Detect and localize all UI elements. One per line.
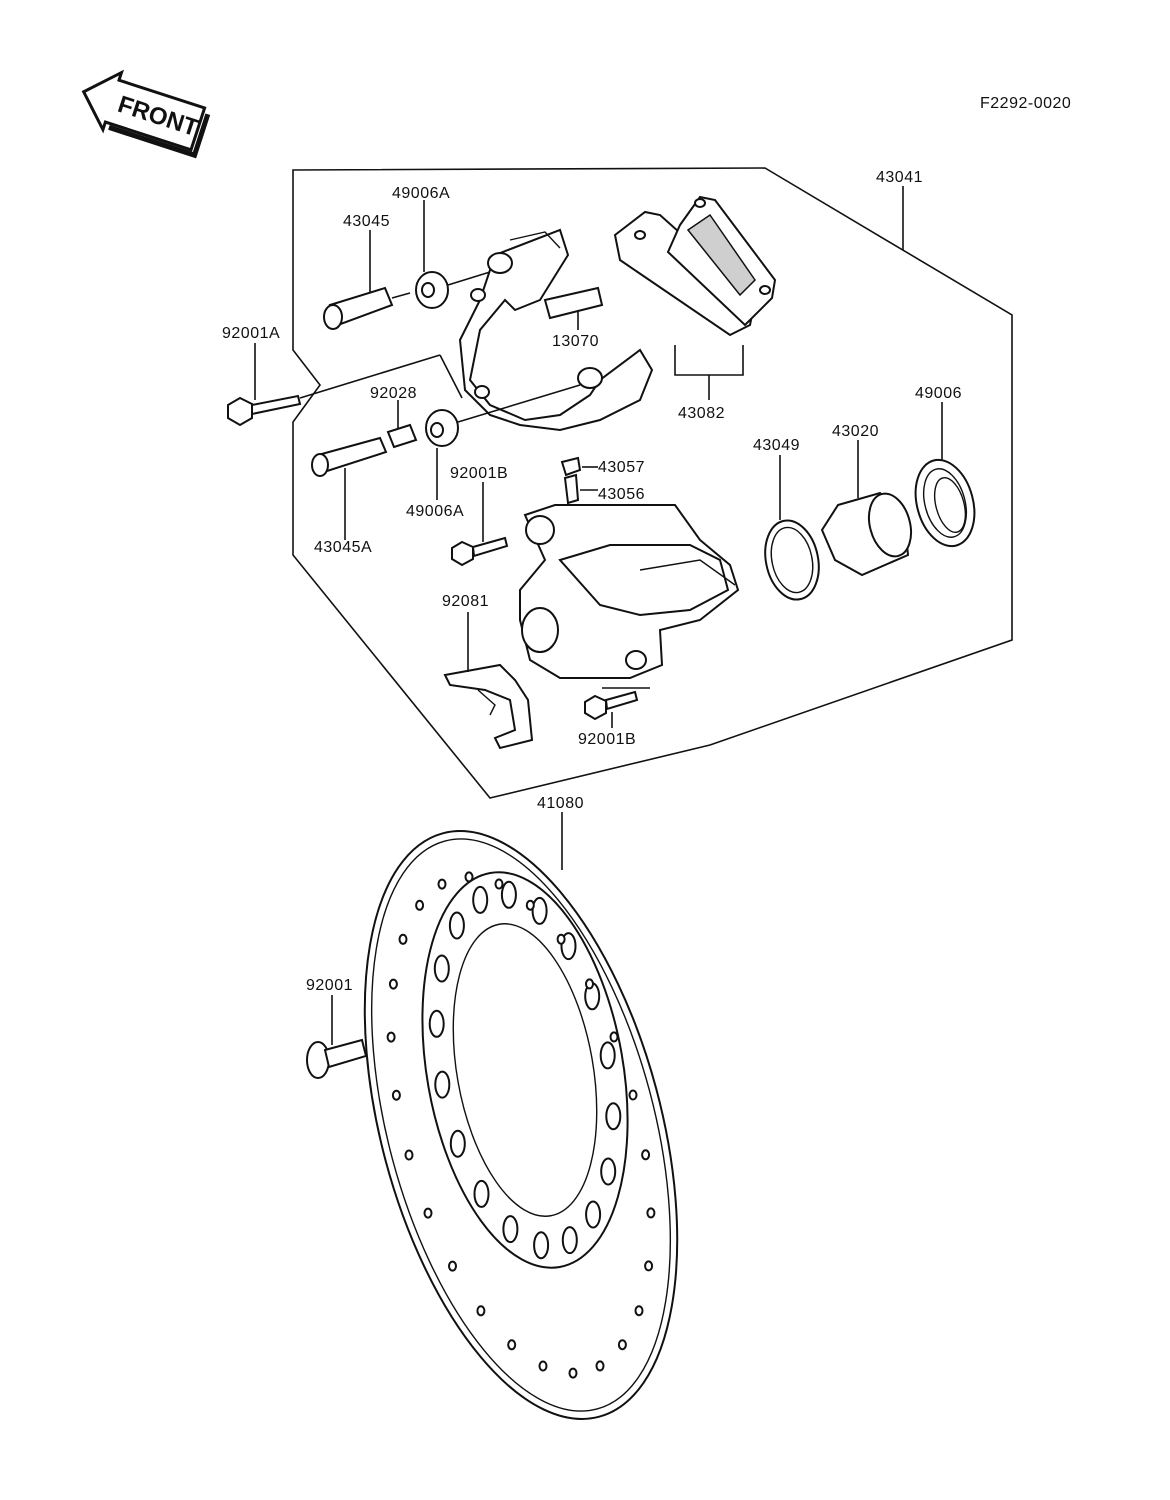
disc-small-hole [494,878,504,890]
bolt-92001 [306,1038,368,1079]
pad-set-43082 [613,195,777,376]
disc-large-hole [600,1157,617,1186]
disc-large-hole [531,896,548,925]
label-49006A-bottom: 49006A [406,503,464,520]
disc-small-hole [585,978,594,990]
disc-large-hole [428,1009,445,1038]
label-43041: 43041 [876,169,923,186]
pin-43045 [323,286,411,330]
label-43049: 43049 [753,437,800,454]
disc-small-hole [641,1149,651,1161]
seal-43049 [764,519,820,601]
disc-large-hole [533,1231,550,1260]
disc-small-hole [437,878,447,890]
disc-small-hole [634,1305,644,1317]
label-43045: 43045 [343,213,390,230]
disc-large-hole [433,954,450,983]
label-92081: 92081 [442,593,489,610]
disc-large-hole [473,1179,490,1208]
disc-small-hole [404,1149,414,1161]
disc-small-hole [448,1260,457,1272]
disc-small-hole [464,871,474,883]
disc-small-hole [556,933,566,945]
label-49006A-top: 49006A [392,185,450,202]
disc-small-hole [538,1360,548,1372]
disc-large-hole [502,1215,519,1244]
bush-49006A-bottom [425,384,581,447]
disc-large-hole [434,1070,451,1099]
label-92028: 92028 [370,385,417,402]
piston-43020 [820,491,913,577]
sleeve-92028 [386,423,418,449]
disc-small-hole [388,978,398,990]
disc-large-hole [448,911,465,940]
disc-small-hole [644,1260,654,1272]
disc-large-hole [599,1041,616,1070]
disc-small-hole [568,1367,578,1379]
caliper-body [519,504,740,689]
bolt-92001A [227,354,463,427]
label-92001A: 92001A [222,325,280,342]
label-43082: 43082 [678,405,725,422]
front-arrow-icon: FRONT [81,69,211,159]
pin-43045A [311,436,388,477]
disc-large-hole [500,880,517,909]
disc-small-hole [525,899,535,911]
disc-small-hole [476,1305,486,1317]
label-49006: 49006 [915,385,962,402]
label-92001: 92001 [306,977,353,994]
disc-small-hole [628,1089,638,1101]
disc-small-hole [415,899,425,911]
disc-small-hole [646,1207,656,1219]
disc-large-hole [585,1200,602,1229]
label-92001B-bottom: 92001B [578,731,636,748]
bleeder-valve [559,456,582,551]
caliper-assembly-outline [292,167,1013,799]
disc-small-hole [391,1089,401,1101]
label-92001B-top: 92001B [450,465,508,482]
dust-seal-49006 [914,458,976,548]
disc-small-hole [398,933,408,945]
disc-small-hole [507,1339,517,1351]
label-43056: 43056 [598,486,645,503]
disc-large-hole [472,885,489,914]
disc-large-hole [605,1102,622,1131]
disc-large-hole [449,1129,466,1158]
caliper-bracket [458,228,654,432]
bush-49006A-top [415,271,491,309]
disc-small-hole [609,1031,619,1043]
label-13070: 13070 [552,333,599,350]
bolt-92001B-top [451,536,509,567]
disc-small-hole [595,1360,605,1372]
spring-92081 [443,663,534,750]
label-41080: 41080 [537,795,584,812]
brake-disc-41080 [363,830,679,1420]
disc-holes [386,871,656,1379]
diagram-code: F2292-0020 [980,95,1071,112]
disc-small-hole [386,1031,396,1043]
disc-small-hole [617,1339,627,1351]
label-43057: 43057 [598,459,645,476]
bolt-92001B-bottom [584,690,639,721]
spring-13070 [543,286,604,320]
disc-small-hole [423,1207,433,1219]
label-43020: 43020 [832,423,879,440]
disc-large-hole [561,1226,578,1255]
label-43045A: 43045A [314,539,372,556]
